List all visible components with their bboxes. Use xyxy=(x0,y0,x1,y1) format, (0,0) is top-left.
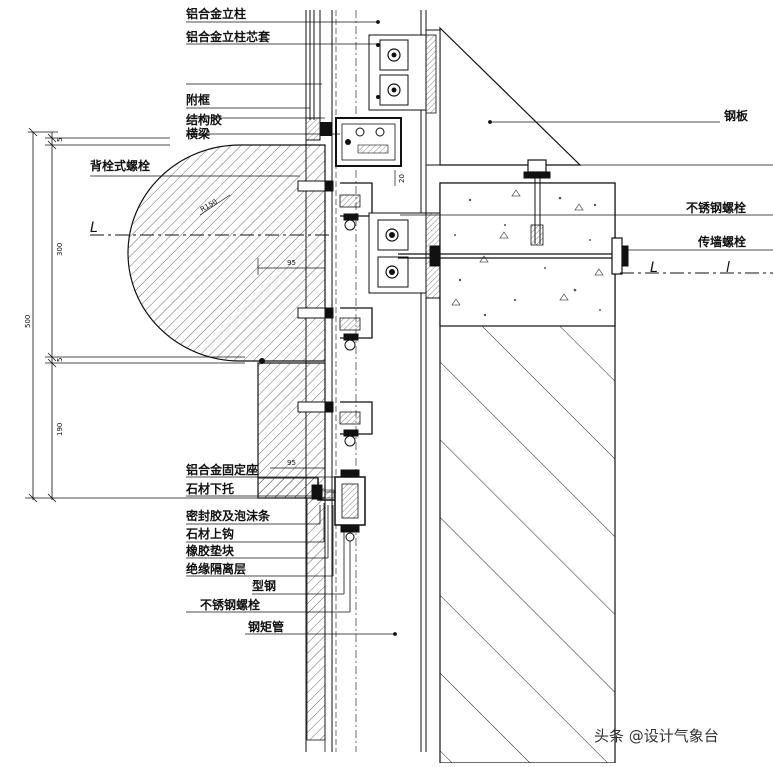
label-insulation-layer: 绝缘隔离层 xyxy=(186,561,246,576)
mullion-sleeve-assembly xyxy=(368,34,427,111)
stone-strip xyxy=(306,497,326,741)
steel-plate-bracket xyxy=(425,26,582,166)
concrete-dots xyxy=(451,189,604,317)
section-line xyxy=(90,234,773,274)
label-profile-steel: 型钢 xyxy=(252,578,276,593)
watermark-text: 头条 @设计气象台 xyxy=(594,727,719,745)
label-alu-fixing-seat: 铝合金固定座 xyxy=(186,462,258,477)
dim-middle: 5 xyxy=(56,358,64,362)
hook-clips xyxy=(339,182,373,447)
label-back-bolt: 背栓式螺栓 xyxy=(90,158,150,173)
dim-top: 5 xyxy=(56,138,64,142)
label-stone-hook: 石材上钩 xyxy=(185,526,234,541)
label-mullion-sleeve: 铝合金立柱芯套 xyxy=(186,29,271,44)
anchor-bolt xyxy=(523,159,551,246)
label-through-wall-bolt: 传墙螺栓 xyxy=(697,234,746,249)
transom-box xyxy=(305,117,402,167)
label-structural-sealant: 结构胶 xyxy=(186,112,222,127)
label-stone-support: 石材下托 xyxy=(185,481,234,496)
label-sub-frame: 附框 xyxy=(186,92,210,107)
label-transom: 横梁 xyxy=(186,126,210,141)
semicircle-stone xyxy=(127,144,326,364)
label-stainless-bolt-left: 不锈钢螺栓 xyxy=(200,597,260,612)
dim-offset-a: 95 xyxy=(287,259,296,267)
label-rubber-pad: 橡胶垫块 xyxy=(186,543,235,558)
leader-lines xyxy=(90,20,773,636)
lower-stone xyxy=(257,362,326,499)
dim-upper: 300 xyxy=(56,243,64,256)
bottom-fixing-seat xyxy=(257,469,366,542)
label-mullion: 铝合金立柱 xyxy=(186,6,246,21)
label-stainless-bolt-right: 不锈钢螺栓 xyxy=(686,200,746,215)
dim-total: 500 xyxy=(24,315,32,328)
section-mark-left: L xyxy=(90,220,98,236)
dim-lower: 190 xyxy=(56,423,64,436)
dimension-chain xyxy=(25,127,258,503)
label-sealant-foam: 密封胶及泡沫条 xyxy=(186,508,271,523)
label-steel-tube: 钢矩管 xyxy=(248,619,284,634)
section-mark-right-a: L xyxy=(650,260,658,276)
concrete-wall xyxy=(439,182,616,764)
back-bolts xyxy=(297,180,334,413)
section-mark-right-b: l xyxy=(726,260,730,276)
label-steel-plate: 钢板 xyxy=(724,108,749,123)
dim-gap: 20 xyxy=(398,174,406,183)
middle-bracket xyxy=(368,212,629,299)
inner-dimensions xyxy=(199,170,396,493)
dim-offset-b: 95 xyxy=(287,459,296,467)
annotation-labels: 铝合金立柱 铝合金立柱芯套 附框 结构胶 横梁 背栓式螺栓 钢板 不锈钢螺栓 传… xyxy=(90,6,749,634)
